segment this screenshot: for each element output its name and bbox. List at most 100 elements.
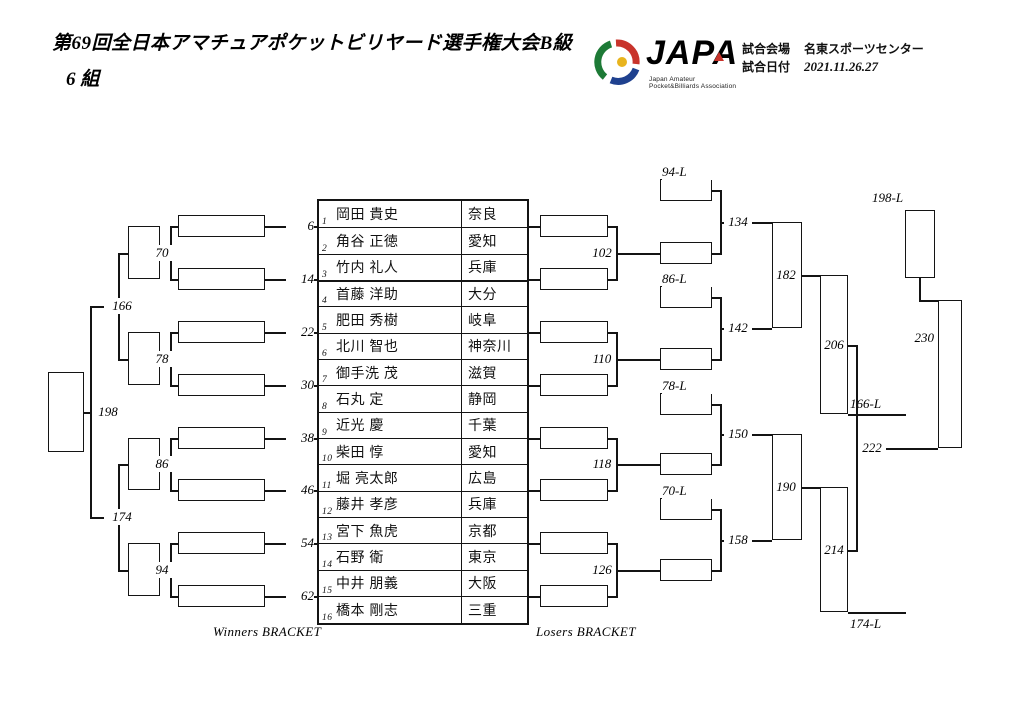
bracket-line <box>608 596 616 598</box>
slot-box <box>540 268 608 290</box>
player-prefecture: 兵庫 <box>461 491 527 518</box>
slot-box <box>660 179 712 201</box>
bracket-line <box>170 543 178 545</box>
player-prefecture: 愛知 <box>461 439 527 465</box>
slot-box <box>48 372 84 452</box>
bracket-line <box>118 359 128 361</box>
bracket-line <box>608 490 616 492</box>
bracket-line <box>919 278 921 300</box>
drop-label: 78-L <box>662 378 712 394</box>
venue-label: 試合会場 <box>742 42 791 56</box>
drop-label: 70-L <box>662 483 712 499</box>
bracket-line <box>848 612 906 614</box>
venue-value: 名東スポーツセンター <box>804 42 924 56</box>
match-label: 126 <box>590 562 614 578</box>
bracket-line <box>608 385 616 387</box>
bracket-line <box>170 596 178 598</box>
slot-box <box>905 210 935 278</box>
bracket-line <box>90 306 92 519</box>
bracket-line <box>919 300 938 302</box>
match-label: 78 <box>150 351 174 367</box>
match-label: 118 <box>590 456 614 472</box>
match-label: 94 <box>150 562 174 578</box>
bracket-line <box>616 570 660 572</box>
bracket-line <box>608 279 616 281</box>
match-label: 54 <box>286 535 314 551</box>
bracket-line <box>170 226 178 228</box>
match-label: 134 <box>724 214 752 230</box>
slot-box <box>178 532 265 554</box>
logo-tagline-2: Pocket&Billiards Association <box>649 83 737 90</box>
seed-number: 1 <box>322 217 328 228</box>
bracket-line <box>608 226 616 228</box>
slot-box <box>540 374 608 396</box>
match-label: 14 <box>286 271 314 287</box>
seed-number: 10 <box>322 454 333 465</box>
match-label: 190 <box>774 479 798 495</box>
bracket-line <box>608 438 616 440</box>
match-label: 6 <box>286 218 314 234</box>
bracket-line <box>856 448 938 450</box>
bracket-line <box>118 464 128 466</box>
bracket-line <box>528 490 540 492</box>
bracket-line <box>170 438 178 440</box>
bracket-line <box>608 332 616 334</box>
slot-box <box>178 215 265 237</box>
slot-box <box>540 479 608 501</box>
seed-number: 15 <box>322 586 333 597</box>
match-label: 110 <box>590 351 614 367</box>
bracket-line <box>170 385 178 387</box>
match-label: 222 <box>858 440 886 456</box>
date-value: 2021.11.26.27 <box>804 59 879 74</box>
seed-number: 6 <box>322 349 328 360</box>
match-label: 70 <box>150 245 174 261</box>
seed-number: 8 <box>322 401 328 412</box>
bracket-line <box>712 570 720 572</box>
bracket-line <box>528 385 540 387</box>
bracket-line <box>118 253 128 255</box>
bracket-line <box>848 414 906 416</box>
bracket-line <box>712 509 720 511</box>
bracket-line <box>712 253 720 255</box>
seed-number: 2 <box>322 243 328 254</box>
slot-box <box>660 559 712 581</box>
slot-box <box>660 242 712 264</box>
match-label: 214 <box>822 542 846 558</box>
drop-label: 86-L <box>662 271 712 287</box>
slot-box <box>178 585 265 607</box>
player-prefecture: 京都 <box>461 518 527 544</box>
slot-box <box>540 532 608 554</box>
bracket-line <box>608 543 616 545</box>
seed-number: 13 <box>322 533 333 544</box>
drop-label: 174-L <box>850 616 902 632</box>
bracket-line <box>712 297 720 299</box>
winners-bracket-caption: Winners BRACKET <box>213 624 322 639</box>
match-label: 182 <box>774 267 798 283</box>
player-prefecture: 千葉 <box>461 412 527 439</box>
player-prefecture: 大阪 <box>461 570 527 597</box>
slot-box <box>660 348 712 370</box>
slot-box <box>178 427 265 449</box>
bracket-line <box>118 570 128 572</box>
match-label: 62 <box>286 588 314 604</box>
bracket-line <box>84 412 90 414</box>
bracket-line <box>712 190 720 192</box>
